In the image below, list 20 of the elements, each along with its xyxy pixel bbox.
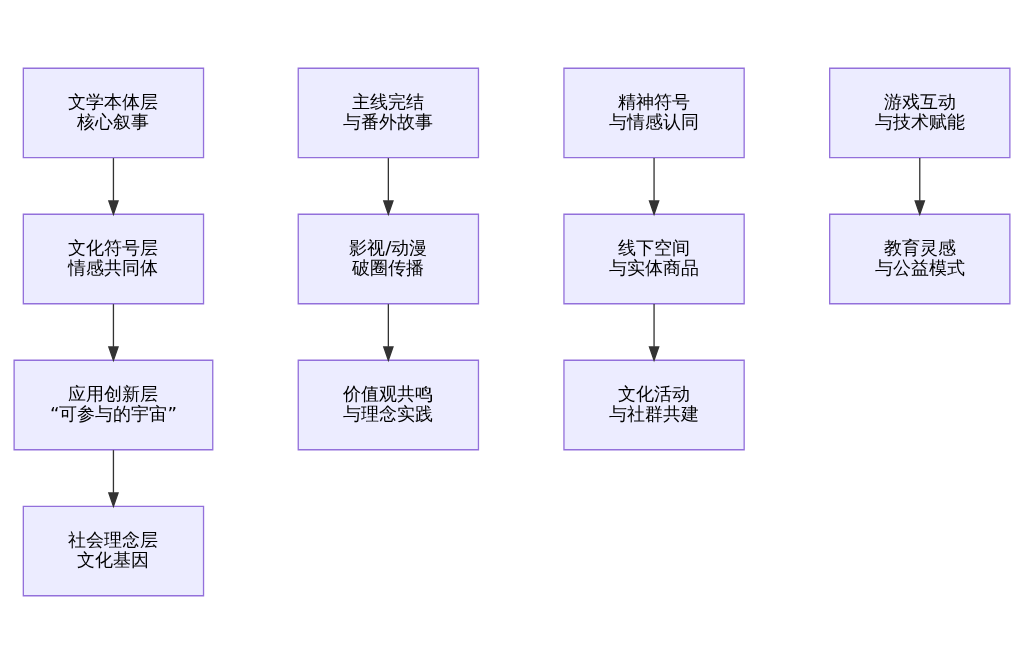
node-box: 文化符号层 情感共同体 xyxy=(22,213,205,305)
node-box: 精神符号 与情感认同 xyxy=(563,67,745,159)
node-box: 文化活动 与社群共建 xyxy=(563,359,745,451)
arrow xyxy=(107,157,119,217)
arrow xyxy=(107,303,119,363)
arrow xyxy=(648,303,660,363)
node-box: 影视/动漫 破圈传播 xyxy=(297,213,480,305)
arrow xyxy=(382,157,394,217)
node-box: 主线完结 与番外故事 xyxy=(297,67,480,159)
node-box: 文学本体层 核心叙事 xyxy=(22,67,205,159)
node-box: 游戏互动 与技术赋能 xyxy=(829,67,1011,159)
node-box: 社会理念层 文化基因 xyxy=(22,505,205,597)
node-box: 应用创新层 “可参与的宇宙” xyxy=(13,359,214,451)
node-box: 教育灵感 与公益模式 xyxy=(829,213,1011,305)
node-box: 价值观共鸣 与理念实践 xyxy=(297,359,480,451)
arrow xyxy=(107,449,119,509)
arrow xyxy=(382,303,394,363)
node-box: 线下空间 与实体商品 xyxy=(563,213,745,305)
arrow xyxy=(648,157,660,217)
arrow xyxy=(914,157,926,217)
